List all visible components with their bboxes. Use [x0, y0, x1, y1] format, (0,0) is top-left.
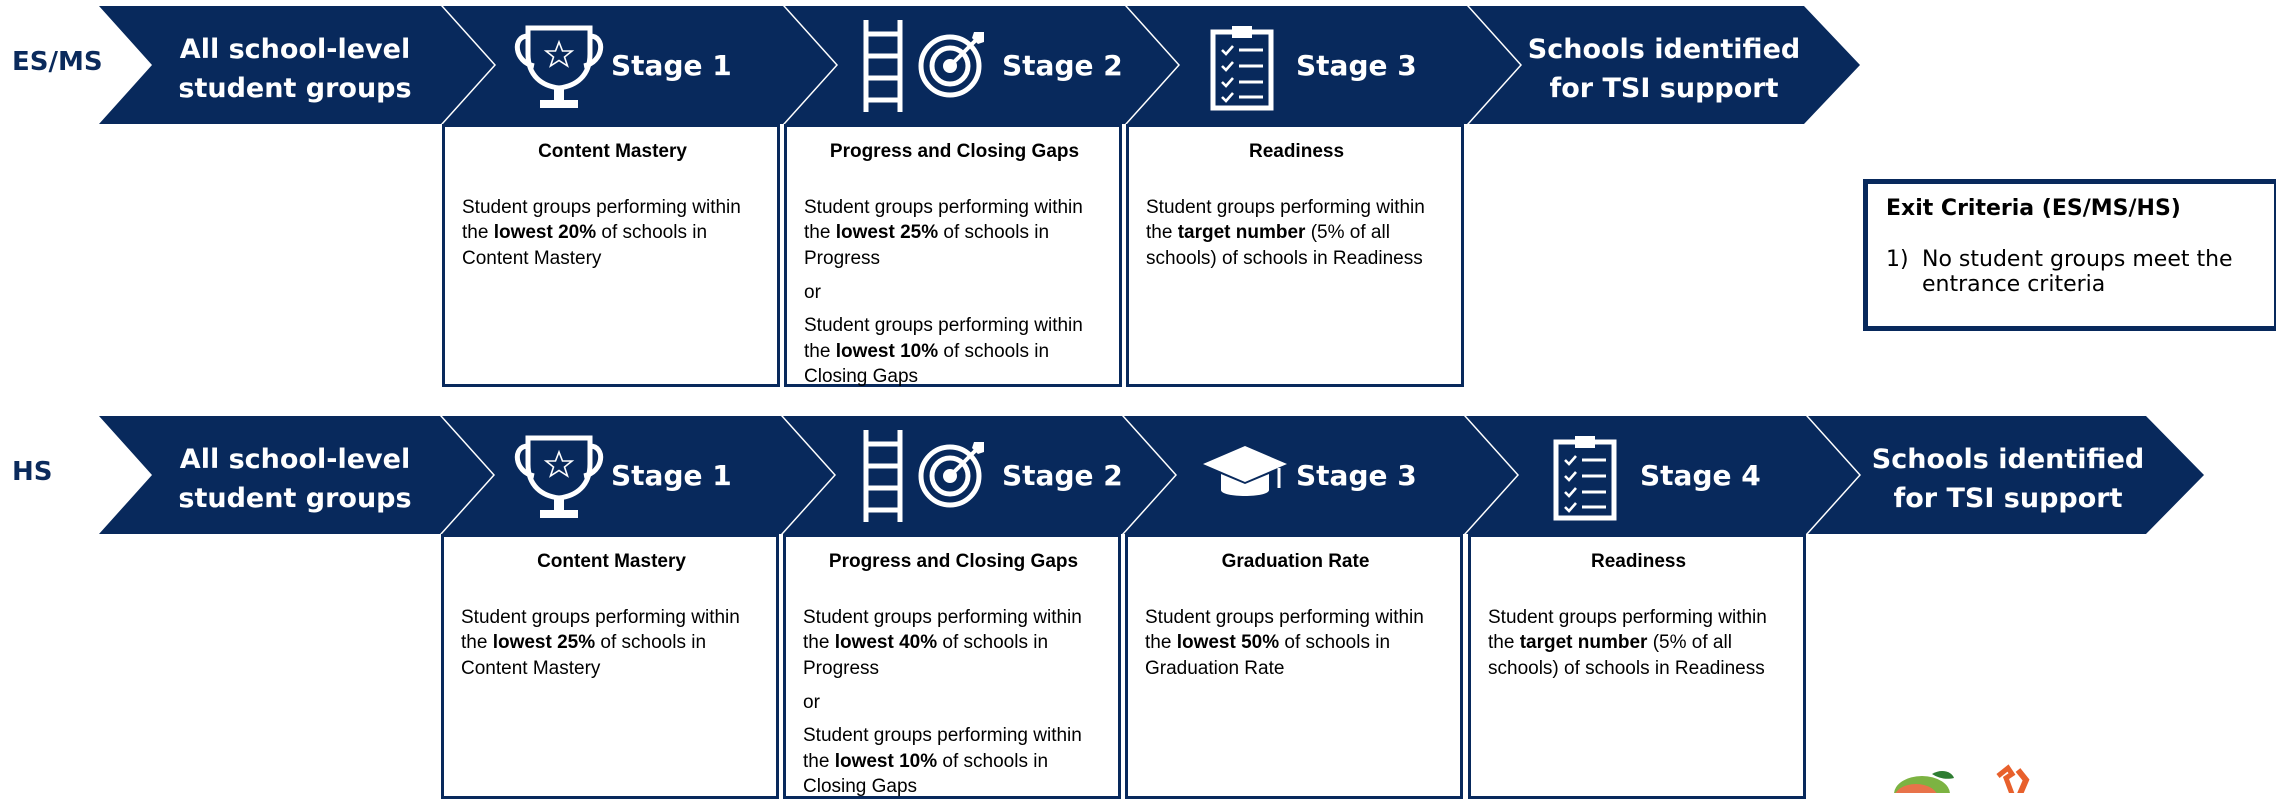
chevron-label-start-esms-line2: student groups	[178, 73, 411, 104]
trophy-icon	[515, 25, 603, 108]
esms-process-flow: All school-level student groups Stage 1 …	[99, 6, 1860, 124]
ladder-icon	[863, 430, 903, 522]
criteria-title: Progress and Closing Gaps	[828, 551, 1079, 572]
clipboard-checklist-icon	[1210, 26, 1274, 111]
criteria-title: Progress and Closing Gaps	[829, 141, 1080, 162]
chevron-label-stage1-esms: Stage 1	[611, 49, 732, 82]
chevron-label-stage4-hs: Stage 4	[1640, 459, 1761, 492]
criteria-paragraph: Student groups performing within the low…	[804, 315, 1083, 388]
criteria-title: Readiness	[1248, 141, 1345, 162]
exit-criteria-item: 1) No student groups meet the entrance c…	[1886, 247, 2256, 297]
criteria-paragraph: Student groups performing within the low…	[461, 606, 740, 679]
chevron-label-start-hs-line1: All school-level	[180, 444, 410, 475]
logo-icon	[1894, 764, 2030, 793]
criteria-title: Readiness	[1590, 551, 1687, 572]
chevron-stage4-hs: Stage 4	[1466, 416, 1859, 534]
criteria-text: Student groups performing within the tar…	[1146, 195, 1447, 272]
row-label-esms: ES/MS	[12, 47, 103, 77]
chevron-end-esms: Schools identified for TSI support	[1469, 6, 1860, 124]
criteria-text: Student groups performing within the low…	[803, 605, 1104, 800]
chevron-label-end-hs-line2: for TSI support	[1893, 483, 2122, 514]
criteria-paragraph: Student groups performing within the tar…	[1488, 606, 1767, 679]
criteria-paragraph: Student groups performing within the low…	[803, 606, 1082, 679]
criteria-text: Student groups performing within the low…	[1145, 605, 1446, 682]
chevron-label-end-esms-line2: for TSI support	[1549, 73, 1778, 104]
criteria-title: Content Mastery	[538, 141, 687, 162]
criteria-box-hs-stage4: Readiness Student groups performing with…	[1468, 534, 1806, 799]
chevron-label-start-hs-line2: student groups	[178, 483, 411, 514]
chevron-label-stage2-esms: Stage 2	[1002, 49, 1123, 82]
exit-criteria-item-text: No student groups meet the entrance crit…	[1922, 247, 2233, 297]
target-icon	[918, 442, 984, 508]
row-label-hs: HS	[12, 457, 53, 487]
criteria-paragraph: Student groups performing within the low…	[462, 196, 741, 269]
chevron-stage3-esms: Stage 3	[1127, 6, 1520, 124]
chevron-stage2-esms: Stage 2	[785, 6, 1178, 124]
criteria-text: Student groups performing within the low…	[462, 195, 763, 272]
criteria-box-esms-stage2: Progress and Closing Gaps Student groups…	[784, 124, 1122, 387]
clipboard-checklist-icon	[1553, 436, 1617, 521]
criteria-box-hs-stage2: Progress and Closing Gaps Student groups…	[783, 534, 1121, 799]
criteria-paragraph: Student groups performing within the tar…	[1146, 196, 1425, 269]
trophy-icon	[515, 435, 603, 518]
criteria-box-esms-stage1: Content Mastery Student groups performin…	[442, 124, 780, 387]
graduation-cap-icon	[1203, 446, 1287, 496]
chevron-start-hs: All school-level student groups	[99, 416, 493, 534]
chevron-stage1-hs: Stage 1	[442, 416, 834, 534]
chevron-label-stage2-hs: Stage 2	[1002, 459, 1123, 492]
target-icon	[918, 32, 984, 98]
criteria-box-esms-stage3: Readiness Student groups performing with…	[1126, 124, 1464, 387]
criteria-paragraph: Student groups performing within the low…	[804, 196, 1083, 269]
chevron-stage2-hs: Stage 2	[783, 416, 1175, 534]
criteria-text: Student groups performing within the low…	[804, 195, 1105, 390]
criteria-title: Graduation Rate	[1221, 551, 1370, 572]
criteria-paragraph: or	[804, 281, 821, 303]
chevron-label-start-esms-line1: All school-level	[180, 34, 410, 65]
chevron-label-stage1-hs: Stage 1	[611, 459, 732, 492]
hs-process-flow: All school-level student groups Stage 1 …	[99, 416, 2204, 534]
criteria-text: Student groups performing within the low…	[461, 605, 762, 682]
criteria-box-hs-stage3: Graduation Rate Student groups performin…	[1125, 534, 1463, 799]
exit-criteria-box: Exit Criteria (ES/MS/HS) 1) No student g…	[1863, 179, 2276, 331]
exit-criteria-item-number: 1)	[1886, 247, 1909, 272]
chevron-label-stage3-esms: Stage 3	[1296, 49, 1417, 82]
criteria-paragraph: Student groups performing within the low…	[803, 725, 1082, 798]
criteria-paragraph: or	[803, 691, 820, 713]
criteria-paragraph: Student groups performing within the low…	[1145, 606, 1424, 679]
chevron-label-stage3-hs: Stage 3	[1296, 459, 1417, 492]
criteria-text: Student groups performing within the tar…	[1488, 605, 1789, 682]
chevron-end-hs: Schools identified for TSI support	[1808, 416, 2204, 534]
exit-criteria-title: Exit Criteria (ES/MS/HS)	[1886, 196, 2181, 221]
ladder-icon	[863, 20, 903, 112]
chevron-stage1-esms: Stage 1	[443, 6, 836, 124]
chevron-stage3-hs: Stage 3	[1124, 416, 1517, 534]
criteria-box-hs-stage1: Content Mastery Student groups performin…	[441, 534, 779, 799]
criteria-title: Content Mastery	[537, 551, 686, 572]
chevron-start-esms: All school-level student groups	[99, 6, 494, 124]
chevron-label-end-hs-line1: Schools identified	[1872, 444, 2144, 475]
chevron-label-end-esms-line1: Schools identified	[1528, 34, 1800, 65]
